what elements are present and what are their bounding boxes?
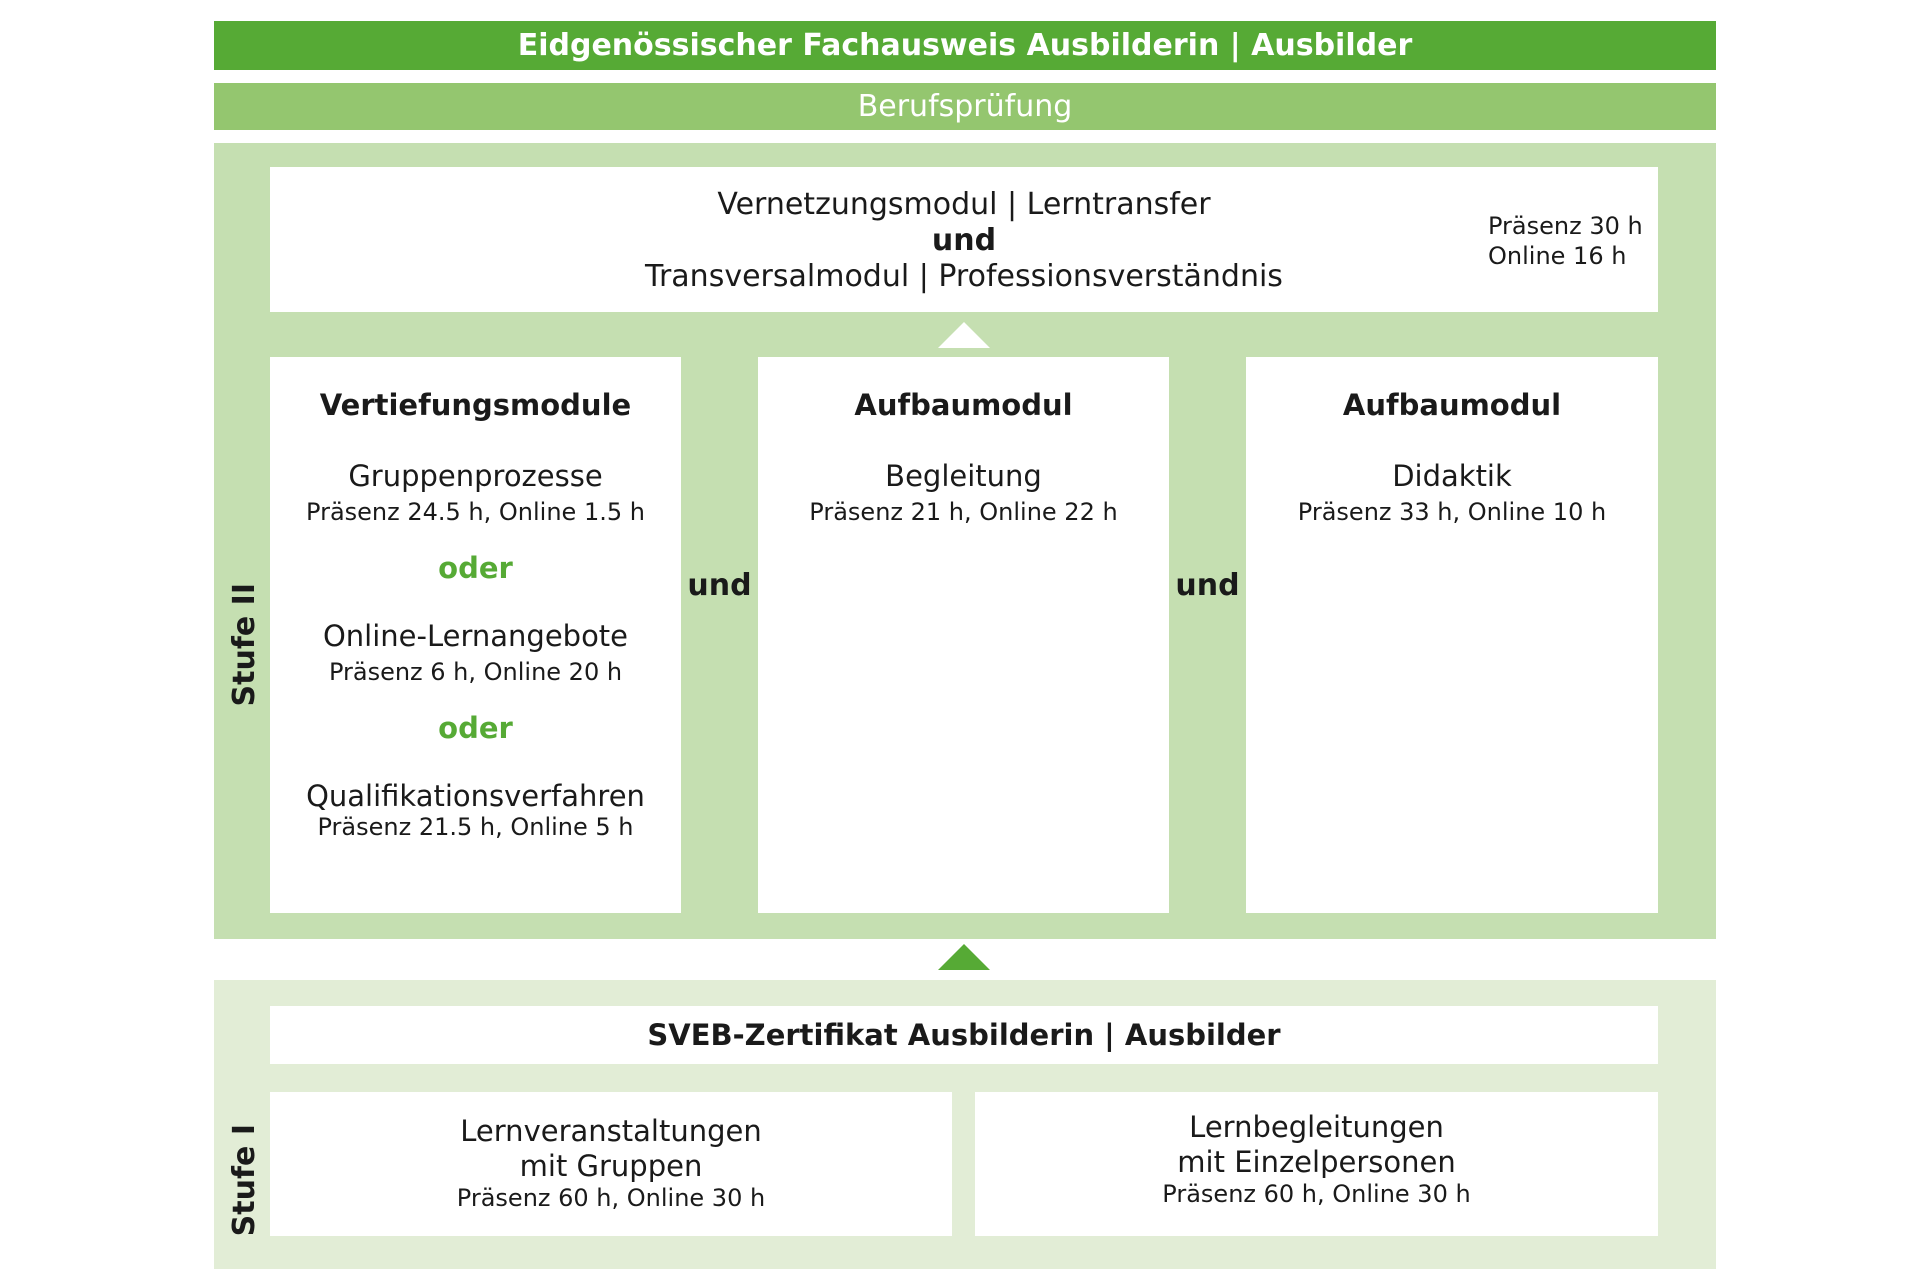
- lernbegleitungen-hours: Präsenz 60 h, Online 30 h: [1162, 1179, 1471, 1208]
- lernveranstaltungen-hours: Präsenz 60 h, Online 30 h: [456, 1183, 766, 1212]
- lernveranstaltungen-line1: Lernveranstaltungen: [460, 1114, 762, 1148]
- exam-type-bar: Berufsprüfung: [214, 83, 1716, 130]
- lernveranstaltungen-box: Lernveranstaltungen mit Gruppen Präsenz …: [270, 1092, 952, 1236]
- lernbegleitungen-line1: Lernbegleitungen: [1189, 1110, 1444, 1144]
- oder-separator: oder: [438, 711, 513, 745]
- transversal-module: Transversalmodul | Professionsverständni…: [645, 259, 1283, 294]
- stufe-1-label-wrap: Stufe I: [214, 1110, 274, 1250]
- lernveranstaltungen-line2: mit Gruppen: [519, 1148, 703, 1183]
- stufe-2-label-wrap: Stufe II: [214, 560, 274, 730]
- option-hours: Präsenz 21.5 h, Online 5 h: [317, 813, 634, 841]
- oder-separator: oder: [438, 551, 513, 585]
- lernveranstaltungen-text: Lernveranstaltungen mit Gruppen Präsenz …: [270, 1114, 952, 1212]
- stufe-1-label: Stufe I: [226, 1123, 262, 1237]
- up-arrow-green-icon: [938, 944, 990, 970]
- und-connector: und: [1175, 567, 1240, 603]
- option-title: Online-Lernangebote: [322, 619, 629, 653]
- option-title: Gruppenprozesse: [348, 459, 603, 493]
- aufbau-title: Begleitung: [885, 459, 1042, 493]
- lernbegleitungen-line2: mit Einzelpersonen: [1177, 1144, 1456, 1179]
- sveb-certificate-box: SVEB-Zertifikat Ausbilderin | Ausbilder: [270, 1006, 1658, 1064]
- diploma-title-bar: Eidgenössischer Fachausweis Ausbilderin …: [214, 21, 1716, 70]
- vertiefung-heading: Vertiefungsmodule: [319, 388, 632, 422]
- network-module: Vernetzungsmodul | Lerntransfer: [717, 187, 1211, 222]
- option-hours: Präsenz 24.5 h, Online 1.5 h: [306, 498, 645, 526]
- aufbau-heading: Aufbaumodul: [854, 388, 1073, 422]
- aufbau-heading: Aufbaumodul: [1342, 388, 1562, 422]
- network-transversal-text: Vernetzungsmodul | Lerntransfer und Tran…: [270, 187, 1658, 295]
- network-hours-online: Online 16 h: [1488, 242, 1627, 270]
- vertiefungsmodule-box: Vertiefungsmodule Gruppenprozesse Präsen…: [270, 357, 681, 913]
- network-hours-presence: Präsenz 30 h: [1488, 212, 1643, 240]
- aufbau-hours: Präsenz 21 h, Online 22 h: [809, 498, 1118, 526]
- aufbaumodul-didaktik-box: Aufbaumodul Didaktik Präsenz 33 h, Onlin…: [1246, 357, 1658, 913]
- exam-type: Berufsprüfung: [857, 89, 1073, 124]
- network-connector: und: [931, 223, 997, 258]
- sveb-certificate-title: SVEB-Zertifikat Ausbilderin | Ausbilder: [647, 1018, 1281, 1052]
- network-hours: Präsenz 30 h Online 16 h: [1488, 211, 1648, 271]
- network-transversal-box: Vernetzungsmodul | Lerntransfer und Tran…: [270, 167, 1658, 312]
- up-arrow-white-icon: [938, 322, 990, 348]
- aufbaumodul-begleitung-box: Aufbaumodul Begleitung Präsenz 21 h, Onl…: [758, 357, 1169, 913]
- option-title: Qualifikationsverfahren: [306, 779, 645, 813]
- und-connector: und: [687, 567, 752, 603]
- aufbau-hours: Präsenz 33 h, Online 10 h: [1297, 498, 1607, 526]
- lernbegleitungen-box: Lernbegleitungen mit Einzelpersonen Präs…: [975, 1092, 1658, 1236]
- aufbau-title: Didaktik: [1392, 459, 1512, 493]
- lernbegleitungen-text: Lernbegleitungen mit Einzelpersonen Präs…: [975, 1110, 1658, 1208]
- option-hours: Präsenz 6 h, Online 20 h: [328, 658, 623, 686]
- diploma-title: Eidgenössischer Fachausweis Ausbilderin …: [517, 28, 1413, 63]
- stufe-2-label: Stufe II: [226, 583, 262, 707]
